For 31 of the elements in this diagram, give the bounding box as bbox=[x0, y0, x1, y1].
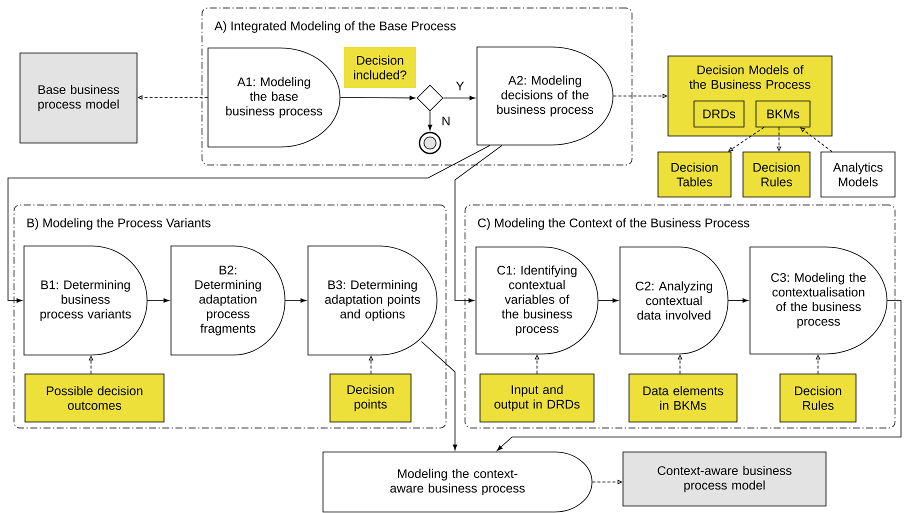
arrow bbox=[496, 300, 902, 451]
artifact-box: Analytics Models bbox=[820, 152, 896, 198]
arrow bbox=[443, 96, 476, 100]
artifact-box: Possible decision outcomes bbox=[24, 374, 164, 422]
arrow bbox=[598, 298, 618, 303]
edge-label: N bbox=[440, 116, 452, 126]
arrow bbox=[340, 96, 416, 100]
arrow bbox=[454, 144, 502, 303]
artifact-box: Decision Rules bbox=[742, 152, 810, 198]
artifact-box: Decision Tables bbox=[658, 152, 732, 198]
artifact-box: Decision Rules bbox=[780, 374, 856, 422]
artifact-box: Base business process model bbox=[20, 52, 138, 144]
end-event-circle bbox=[418, 132, 442, 154]
artifact-box: Context-aware business process model bbox=[622, 452, 826, 506]
artifact-box: Data elements in BKMs bbox=[628, 374, 738, 422]
arrow bbox=[428, 111, 432, 130]
arrow bbox=[147, 298, 170, 303]
arrow bbox=[728, 298, 748, 303]
arrow bbox=[8, 144, 490, 303]
artifact-box: BKMs bbox=[756, 100, 810, 128]
arrow bbox=[421, 341, 458, 450]
artifact-box: Decision points bbox=[330, 374, 412, 422]
group-title: A) Integrated Modeling of the Base Process bbox=[214, 21, 456, 33]
group-title: C) Modeling the Context of the Business Process bbox=[478, 218, 750, 230]
gateway-diamond bbox=[416, 84, 444, 112]
edge-label: Y bbox=[454, 80, 466, 92]
question-label: Decision included? bbox=[344, 47, 416, 88]
artifact-box: Input and output in DRDs bbox=[480, 374, 594, 422]
artifact-box: DRDs bbox=[694, 100, 744, 128]
arrow bbox=[285, 298, 306, 303]
group-title: B) Modeling the Process Variants bbox=[27, 218, 211, 230]
